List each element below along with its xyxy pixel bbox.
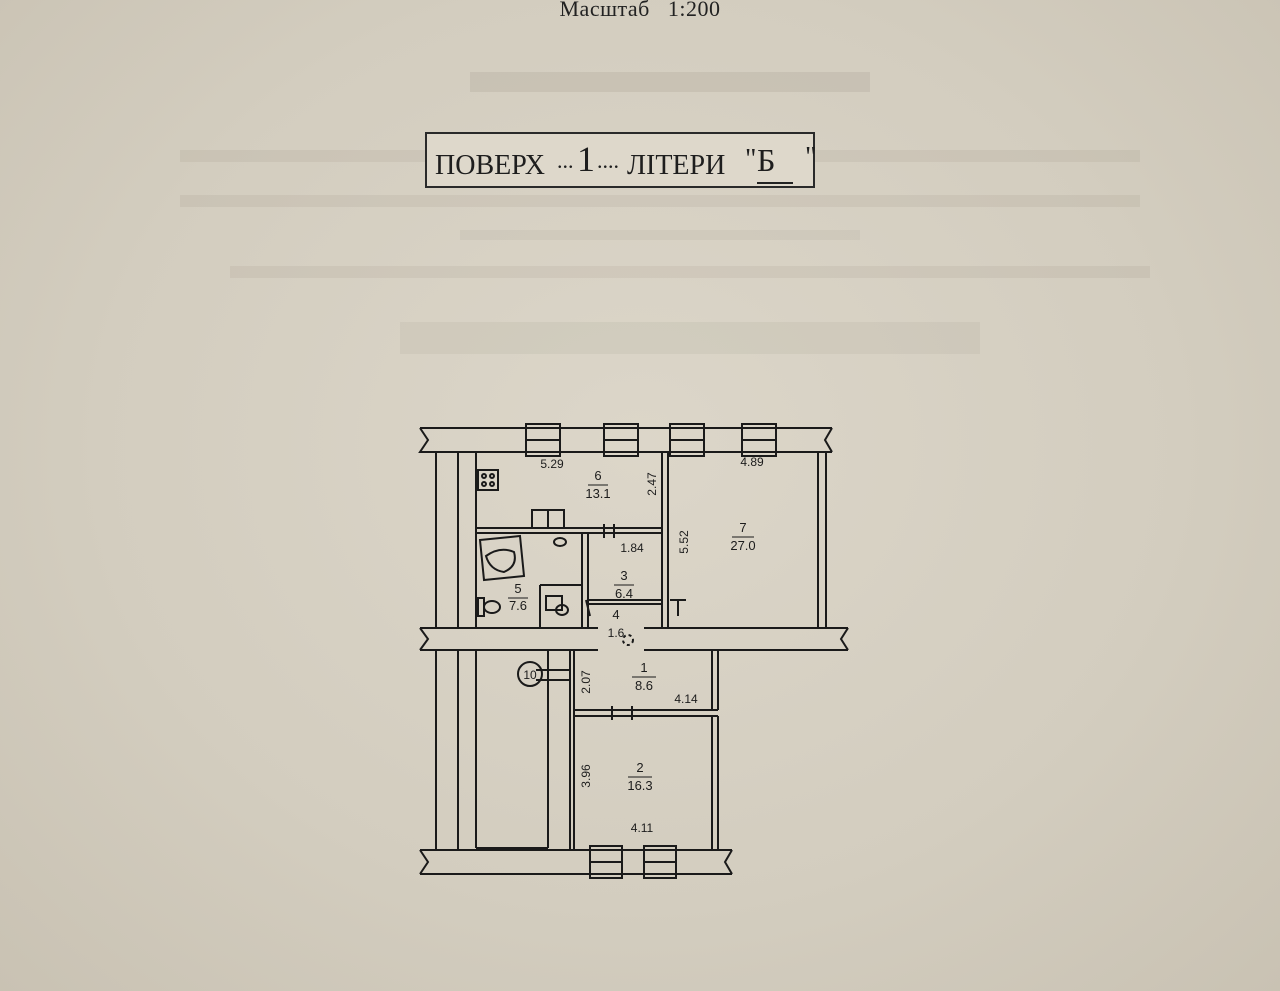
letter-label: ЛІТЕРИ bbox=[627, 150, 726, 181]
dimension-label: 1.84 bbox=[620, 541, 644, 555]
room-number: 2 bbox=[636, 760, 643, 775]
scale-label: Масштаб 1:200 bbox=[0, 0, 1280, 22]
room-area: 16.3 bbox=[627, 778, 652, 793]
marker-circle bbox=[517, 661, 543, 687]
lower-section bbox=[475, 650, 719, 850]
bleed-through-text bbox=[470, 72, 870, 92]
room-number: 1 bbox=[640, 660, 647, 675]
dimension-label: 2.07 bbox=[579, 670, 593, 694]
dimension-label: 4.89 bbox=[740, 455, 764, 469]
dimension-label: 5.52 bbox=[677, 530, 691, 554]
room-number: 3 bbox=[620, 568, 627, 583]
door-marks bbox=[585, 524, 686, 646]
bleed-through-text bbox=[460, 230, 860, 240]
dimension-label: 4.14 bbox=[674, 692, 698, 706]
bleed-through-text bbox=[180, 195, 1140, 207]
outer-wall-top bbox=[418, 427, 833, 453]
room-7-right-wall bbox=[817, 452, 827, 628]
floor-letter-box: ПОВЕРХ ... 1 .... ЛІТЕРИ " Б " bbox=[425, 132, 817, 188]
room-area: 6.4 bbox=[615, 586, 633, 601]
room-number: 5 bbox=[514, 581, 521, 596]
room-area: 7.6 bbox=[509, 598, 527, 613]
room-number: 4 bbox=[612, 607, 619, 622]
floor-dots: ... bbox=[557, 148, 574, 173]
room-area: 27.0 bbox=[730, 538, 755, 553]
middle-wall bbox=[419, 627, 849, 651]
room-area: 8.6 bbox=[635, 678, 653, 693]
room-number: 6 bbox=[594, 468, 601, 483]
floor-number: 1 bbox=[577, 139, 595, 179]
bleed-through-text bbox=[230, 266, 1150, 278]
dimension-label: 3.96 bbox=[579, 764, 593, 788]
marker-label: 10 bbox=[523, 668, 537, 682]
bleed-through-text bbox=[400, 322, 980, 354]
room-number: 7 bbox=[739, 520, 746, 535]
dimension-label: 5.29 bbox=[540, 457, 564, 471]
room-area: 13.1 bbox=[585, 486, 610, 501]
dimension-label: 4.11 bbox=[631, 821, 654, 835]
dimension-label: 2.47 bbox=[645, 472, 659, 496]
outer-wall-bottom bbox=[419, 845, 733, 879]
partition-walls bbox=[475, 452, 669, 628]
floor-label: ПОВЕРХ bbox=[435, 150, 546, 181]
letter-quote-close: " bbox=[805, 142, 817, 173]
fixtures bbox=[477, 469, 569, 617]
floor-dots-after: .... bbox=[597, 148, 619, 173]
scale-value: 1:200 bbox=[667, 0, 721, 21]
outer-wall-left bbox=[435, 452, 459, 850]
letter-quote-open: " bbox=[745, 144, 757, 175]
window-top bbox=[525, 423, 777, 457]
dimension-label: 1.6 bbox=[608, 626, 625, 640]
building-letter: Б bbox=[757, 142, 793, 184]
scale-title: Масштаб bbox=[559, 0, 650, 21]
